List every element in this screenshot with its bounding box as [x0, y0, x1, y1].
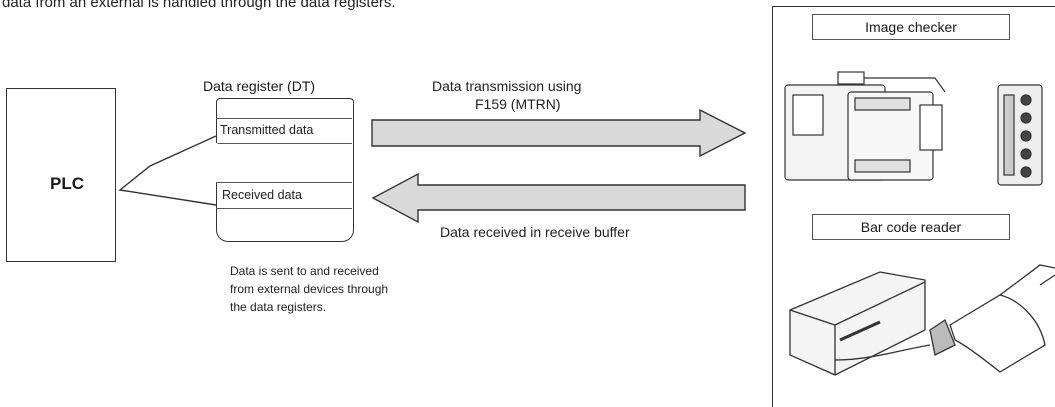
plc-box	[6, 88, 116, 262]
transmit-arrow-label-line1: Data transmission using	[432, 78, 582, 94]
transmitted-data-cell: Transmitted data	[220, 123, 314, 137]
image-checker-illustration	[784, 71, 1043, 186]
register-divider	[216, 182, 352, 183]
intro-text: data from an external is handled through…	[2, 0, 396, 11]
transmit-arrow-label-line2: F159 (MTRN)	[475, 96, 561, 112]
note-line: from external devices through	[230, 282, 389, 296]
callout-connector	[118, 135, 217, 206]
register-divider	[216, 208, 352, 209]
transmit-arrow	[371, 108, 747, 158]
external-devices-panel	[772, 6, 1055, 407]
plc-label: PLC	[50, 174, 84, 193]
barcode-reader-illustration	[789, 264, 1055, 376]
receive-arrow-label: Data received in receive buffer	[440, 224, 630, 240]
data-register-block	[216, 98, 354, 242]
barcode-reader-caption: Bar code reader	[812, 214, 1010, 240]
register-divider	[216, 143, 352, 144]
note-line: Data is sent to and received	[230, 264, 379, 278]
image-checker-caption: Image checker	[812, 14, 1010, 40]
received-data-cell: Received data	[222, 188, 302, 202]
register-divider	[216, 118, 352, 119]
register-note: Data is sent to and received from extern…	[230, 262, 388, 316]
note-line: the data registers.	[230, 300, 327, 314]
receive-arrow	[371, 172, 746, 224]
data-register-title: Data register (DT)	[203, 78, 316, 94]
